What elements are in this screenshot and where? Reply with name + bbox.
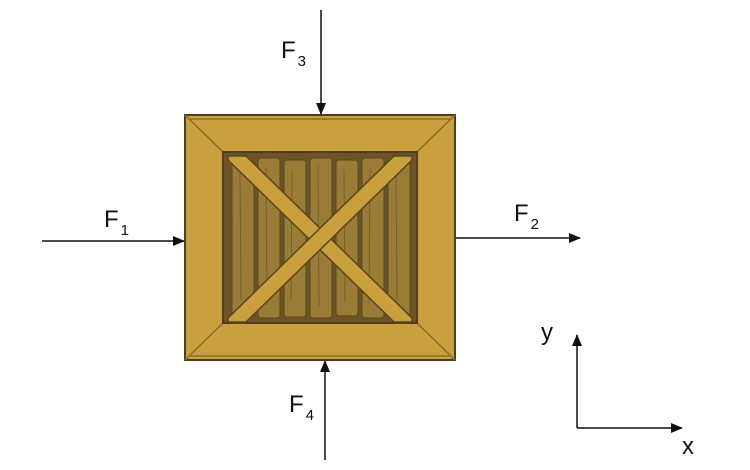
crate-bevel-lines <box>184 114 456 361</box>
y-axis-label: y <box>541 319 553 346</box>
coordinate-axes: y x <box>541 319 694 460</box>
x-axis-label: x <box>682 433 694 460</box>
wooden-crate <box>184 114 456 361</box>
crate-cross-brace <box>227 155 413 323</box>
